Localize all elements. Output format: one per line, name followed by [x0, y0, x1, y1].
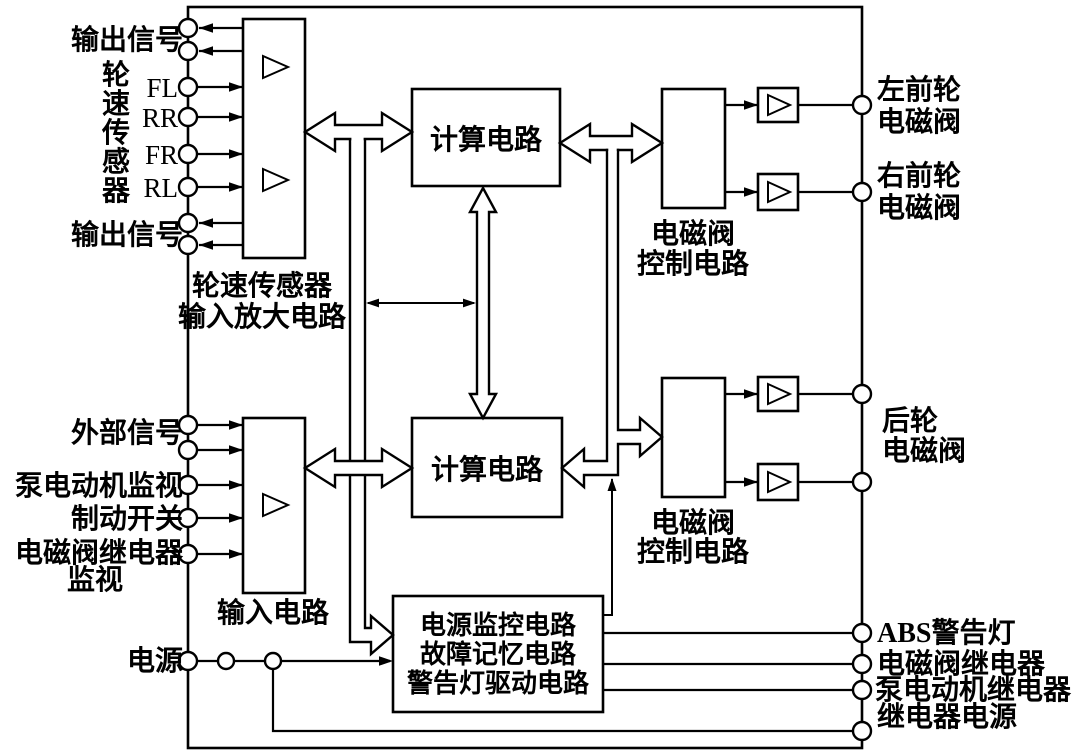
terminal-output-signal-4: [177, 234, 199, 256]
amplifier-icon: [262, 167, 291, 193]
label-rr: RR: [141, 103, 178, 133]
caption-wheel-amp-1: 轮速传感器: [191, 271, 332, 302]
terminal-rear-valve-2: [851, 471, 873, 493]
label-power-monitor-block: 电源监控电路 故障记忆电路 警告灯驱动电路: [393, 596, 603, 712]
caption-valve-control-top-2: 控制电路: [636, 249, 749, 280]
left-bus-channel: [348, 137, 395, 657]
terminal-pump-relay: [851, 679, 873, 701]
power-monitor-line-2: 故障记忆电路: [419, 639, 576, 669]
ecu-border: [186, 5, 864, 750]
power-monitor-line-3: 警告灯驱动电路: [406, 668, 589, 698]
label-output-signal-bottom: 输出信号: [70, 220, 183, 251]
label-abs-warning-lamp: ABS警告灯: [877, 618, 1016, 649]
label-rl: RL: [143, 173, 178, 203]
terminal-valve-relay-monitor: [177, 543, 199, 565]
terminal-lf-valve: [851, 94, 873, 116]
bus-calc1-valve1: [557, 121, 665, 165]
label-calc-circuit-top: 计算电路: [429, 124, 542, 156]
wheel-amp-block: [241, 17, 307, 260]
amplifier-icon: [767, 93, 793, 117]
label-relay-power: 继电器电源: [877, 702, 1018, 733]
label-fl: FL: [146, 73, 178, 103]
bus-connectors: [302, 110, 665, 657]
label-valve-relay-monitor-1: 电磁阀继电器: [14, 538, 183, 569]
amplifier-icon: [262, 492, 291, 518]
label-wheel-speed-sensor: 轮速传感器: [101, 60, 130, 207]
thin-arrows: [366, 298, 617, 616]
power-monitor-block: [391, 594, 605, 714]
terminal-output-signal-2: [177, 40, 199, 62]
label-lf-valve-2: 电磁阀: [877, 107, 962, 138]
amplifier-icon: [262, 54, 291, 80]
label-rear-valve-1: 后轮: [882, 406, 939, 437]
signal-wires: [197, 23, 853, 733]
label-valve-relay-monitor-2: 监视: [66, 565, 123, 596]
caption-valve-control-bottom-1: 电磁阀: [650, 508, 735, 539]
label-pump-motor-relay: 泵电动机继电器: [875, 675, 1072, 706]
terminal-rl: [177, 176, 199, 198]
terminal-valve-relay: [851, 653, 873, 675]
label-rf-valve-2: 电磁阀: [877, 193, 962, 224]
terminal-abs-lamp: [851, 622, 873, 644]
circuit-blocks: [241, 17, 800, 714]
terminal-output-signal-3: [177, 212, 199, 234]
power-monitor-line-1: 电源监控电路: [419, 610, 576, 640]
valve-control-top-block: [660, 87, 727, 210]
bus-input-calc2: [302, 446, 415, 490]
label-output-signal-top: 输出信号: [70, 25, 183, 56]
valve-control-bottom-block: [660, 376, 727, 499]
amplifier-icon: [767, 382, 793, 406]
terminal-fl: [177, 76, 199, 98]
terminal-rr: [177, 106, 199, 128]
amplifier-icon: [767, 470, 793, 494]
caption-wheel-amp-2: 输入放大电路: [177, 302, 346, 333]
bus-calc1-calc2: [467, 185, 499, 421]
terminals: [177, 17, 873, 742]
terminal-rear-valve-1: [851, 383, 873, 405]
terminal-rf-valve: [851, 181, 873, 203]
label-power-supply: 电源: [126, 646, 183, 677]
bus-amp-calc1: [302, 110, 415, 154]
calc-circuit-top-block: [410, 87, 562, 188]
terminal-brake-switch: [177, 507, 199, 529]
label-calc-circuit-bottom: 计算电路: [430, 454, 543, 486]
junction-power-2: [263, 651, 283, 671]
label-fr: FR: [144, 140, 178, 170]
caption-valve-control-top-1: 电磁阀: [650, 219, 735, 250]
caption-input-circuit: 输入电路: [216, 598, 329, 629]
terminal-pump-monitor: [177, 474, 199, 496]
label-rf-valve-1: 右前轮: [877, 161, 962, 192]
terminal-external-2: [177, 439, 199, 461]
terminal-fr: [177, 143, 199, 165]
label-lf-valve-1: 左前轮: [877, 75, 962, 106]
label-solenoid-valve-relay: 电磁阀继电器: [877, 649, 1046, 680]
label-pump-motor-monitor: 泵电动机监视: [14, 471, 183, 502]
label-external-signal: 外部信号: [70, 418, 183, 449]
terminal-output-signal-1: [177, 17, 199, 39]
amplifier-icon: [767, 180, 793, 204]
terminal-external-1: [177, 414, 199, 436]
amplifier-icons: [262, 54, 793, 518]
caption-valve-control-bottom-2: 控制电路: [636, 537, 749, 568]
label-rear-valve-2: 电磁阀: [882, 436, 967, 467]
right-bus-channel: [560, 148, 664, 490]
junction-power-1: [216, 651, 236, 671]
terminal-relay-power: [851, 720, 873, 742]
label-brake-switch: 制动开关: [70, 504, 183, 535]
terminal-power: [177, 650, 199, 672]
